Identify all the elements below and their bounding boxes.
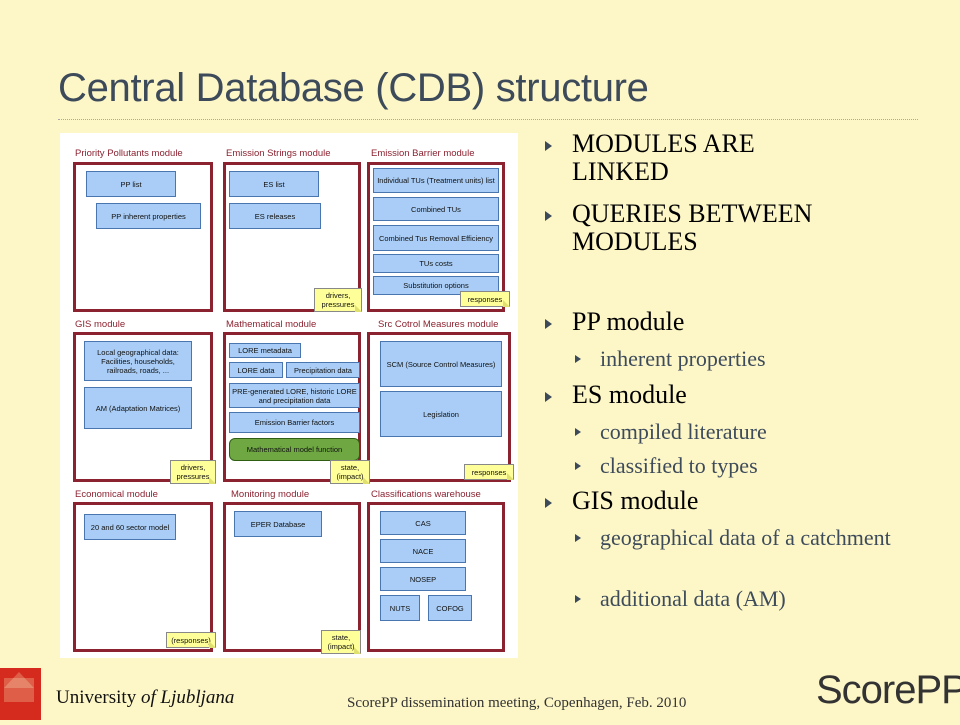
- box-es-list: ES list: [229, 171, 319, 197]
- box-es-releases: ES releases: [229, 203, 321, 229]
- module-label-src-control: Src Cotrol Measures module: [378, 319, 499, 330]
- box-sector-model: 20 and 60 sector model: [84, 514, 176, 540]
- box-combined-tus-removal: Combined Tus Removal Efficiency: [373, 225, 499, 251]
- bullet-arrow-icon: [545, 319, 552, 329]
- sub-bullet-additional-data: additional data (AM): [600, 586, 786, 611]
- sub-bullet-arrow-icon: [575, 428, 581, 436]
- box-pp-list: PP list: [86, 171, 176, 197]
- module-label-mathematical: Mathematical module: [226, 319, 317, 330]
- university-name: University of Ljubljana: [56, 687, 234, 709]
- footer-event: ScorePP dissemination meeting, Copenhage…: [347, 695, 687, 711]
- box-substitution-options: Substitution options: [373, 276, 499, 295]
- module-monitoring: EPER Database: [223, 502, 361, 652]
- sub-bullet-arrow-icon: [575, 462, 581, 470]
- bullet-arrow-icon: [545, 141, 552, 151]
- box-nuts: NUTS: [380, 595, 420, 621]
- sub-bullet-classified-types: classified to types: [600, 453, 758, 478]
- note-drivers-pressures-1: drivers, pressures: [314, 288, 362, 312]
- box-tus-costs: TUs costs: [373, 254, 499, 273]
- box-cofog: COFOG: [428, 595, 472, 621]
- bullet-pp-module: PP module: [572, 307, 685, 336]
- box-lore-data: LORE data: [229, 362, 283, 378]
- box-nace: NACE: [380, 539, 466, 563]
- slide-title: Central Database (CDB) structure: [58, 66, 649, 110]
- module-gis: Local geographical data: Facilities, hou…: [73, 332, 213, 482]
- module-label-emission-barrier: Emission Barrier module: [371, 148, 475, 159]
- module-label-priority-pollutants: Priority Pollutants module: [75, 148, 183, 159]
- note-state-impact-1: state, (impact): [330, 460, 370, 484]
- note-responses-3: (responses): [166, 632, 216, 648]
- box-pp-inherent: PP inherent properties: [96, 203, 201, 229]
- box-am: AM (Adaptation Matrices): [84, 387, 192, 429]
- university-logo-icon: [0, 668, 41, 720]
- module-label-classifications: Classifications warehouse: [371, 489, 481, 500]
- box-lore-metadata: LORE metadata: [229, 343, 301, 358]
- scorepp-logo: ScorePP: [816, 668, 960, 712]
- sub-bullet-arrow-icon: [575, 595, 581, 603]
- bullet-modules-linked: MODULES ARE LINKED: [572, 129, 755, 186]
- module-emission-strings: ES list ES releases: [223, 162, 361, 312]
- module-priority-pollutants: PP list PP inherent properties: [73, 162, 213, 312]
- bullet-arrow-icon: [545, 498, 552, 508]
- box-cas: CAS: [380, 511, 466, 535]
- box-scm: SCM (Source Control Measures): [380, 341, 502, 387]
- bullet-gis-module: GIS module: [572, 486, 699, 515]
- note-drivers-pressures-2: drivers, pressures: [170, 460, 216, 484]
- bullet-arrow-icon: [545, 211, 552, 221]
- university-prefix: University: [56, 687, 141, 708]
- sub-bullet-compiled-literature: compiled literature: [600, 419, 767, 444]
- module-label-gis: GIS module: [75, 319, 126, 330]
- university-suffix: of Ljubljana: [140, 687, 235, 708]
- note-state-impact-2: state, (impact): [321, 630, 361, 654]
- module-mathematical: LORE metadata LORE data Precipitation da…: [223, 332, 361, 482]
- module-label-monitoring: Monitoring module: [231, 489, 310, 500]
- module-label-emission-strings: Emission Strings module: [226, 148, 331, 159]
- box-local-geo-data: Local geographical data: Facilities, hou…: [84, 341, 192, 381]
- sub-bullet-arrow-icon: [575, 355, 581, 363]
- box-legislation: Legislation: [380, 391, 502, 437]
- note-responses-2: responses: [464, 464, 514, 480]
- box-individual-tus: Individual TUs (Treatment units) list: [373, 168, 499, 193]
- bullet-queries: QUERIES BETWEEN MODULES: [572, 199, 813, 256]
- box-eper-database: EPER Database: [234, 511, 322, 537]
- module-src-control-measures: SCM (Source Control Measures) Legislatio…: [367, 332, 511, 482]
- bullet-arrow-icon: [545, 392, 552, 402]
- box-nosep: NOSEP: [380, 567, 466, 591]
- module-label-economical: Economical module: [75, 489, 158, 500]
- module-emission-barrier: Individual TUs (Treatment units) list Co…: [367, 162, 505, 312]
- sub-bullet-inherent-properties: inherent properties: [600, 346, 766, 371]
- sub-bullet-arrow-icon: [575, 534, 581, 542]
- note-responses-1: responses: [460, 291, 510, 307]
- box-combined-tus: Combined TUs: [373, 197, 499, 221]
- box-pre-generated-lore: PRE-generated LORE, historic LORE and pr…: [229, 383, 360, 408]
- module-classifications-warehouse: CAS NACE NOSEP NUTS COFOG: [367, 502, 505, 652]
- box-emission-barrier-factors: Emission Barrier factors: [229, 412, 360, 433]
- title-divider: [58, 119, 918, 120]
- box-precipitation-data: Precipitation data: [286, 362, 360, 378]
- bullet-es-module: ES module: [572, 380, 687, 409]
- cdb-structure-diagram: Priority Pollutants module PP list PP in…: [60, 133, 518, 658]
- module-economical: 20 and 60 sector model: [73, 502, 213, 652]
- box-math-model-function: Mathematical model function: [229, 438, 360, 461]
- sub-bullet-geographical-data: geographical data of a catchment: [600, 525, 891, 550]
